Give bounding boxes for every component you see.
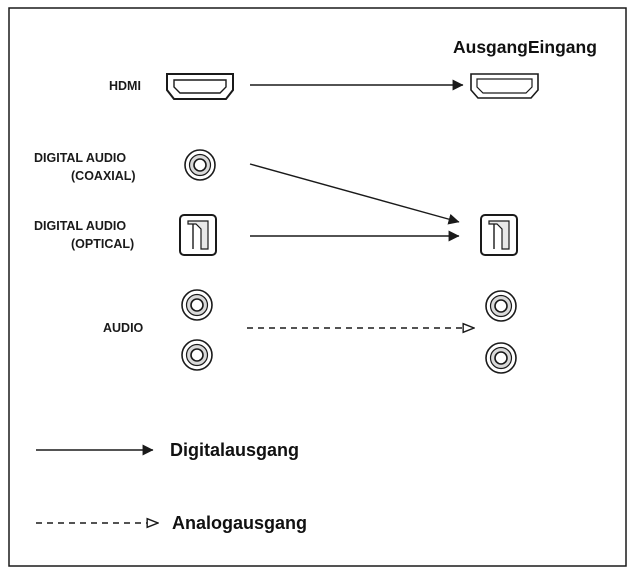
legend-digital-label: Digitalausgang — [170, 440, 299, 460]
label-optical-line2: (OPTICAL) — [71, 237, 134, 251]
label-coaxial-line1: DIGITAL AUDIO — [34, 151, 126, 165]
legend: Digitalausgang Analogausgang — [36, 440, 307, 533]
rca-jack-icon — [485, 342, 517, 374]
optical-port-icon — [480, 214, 518, 256]
rca-jack-icon — [181, 339, 213, 371]
rca-jack-icon — [485, 290, 517, 322]
label-audio: AUDIO — [103, 321, 144, 335]
optical-port-icon — [179, 214, 217, 256]
hdmi-port-icon — [470, 73, 539, 99]
column-header: AusgangEingang — [453, 37, 597, 57]
coaxial-jack-icon — [184, 149, 216, 181]
diagram-frame — [8, 7, 627, 567]
label-coaxial-line2: (COAXIAL) — [71, 169, 136, 183]
label-hdmi: HDMI — [109, 79, 141, 93]
hdmi-port-icon — [166, 73, 234, 100]
legend-analog-label: Analogausgang — [172, 513, 307, 533]
coaxial-connection-line — [249, 163, 460, 225]
label-optical-line1: DIGITAL AUDIO — [34, 219, 126, 233]
rca-jack-icon — [181, 289, 213, 321]
